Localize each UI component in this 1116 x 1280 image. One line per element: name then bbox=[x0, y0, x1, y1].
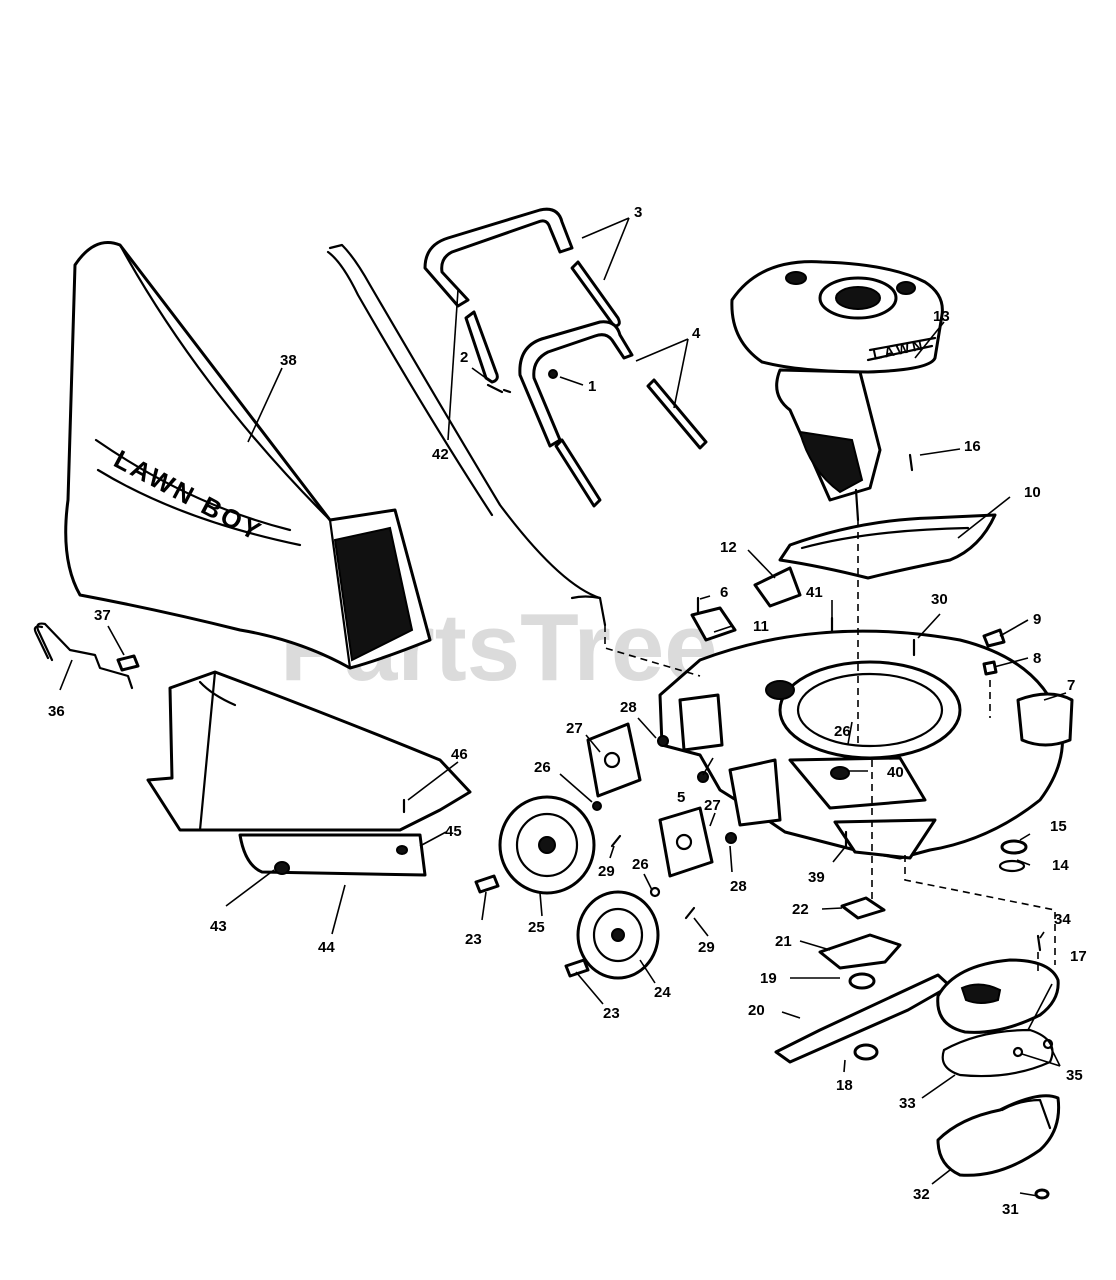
discharge-cover bbox=[936, 1094, 1061, 1177]
bag-clip bbox=[116, 654, 140, 672]
bracket-12 bbox=[753, 566, 802, 608]
callout-10: 10 bbox=[1024, 484, 1041, 501]
blade-adapter-21 bbox=[818, 933, 902, 970]
callout-13: 13 bbox=[933, 308, 950, 325]
mower-deck bbox=[658, 629, 1074, 860]
callout-36: 36 bbox=[48, 703, 65, 720]
nut-28a bbox=[657, 735, 669, 747]
screw-16 bbox=[908, 453, 914, 472]
callout-20: 20 bbox=[748, 1002, 765, 1019]
callout-27a: 27 bbox=[566, 720, 583, 737]
leader-lines bbox=[59, 217, 1067, 1197]
callout-28a: 28 bbox=[620, 699, 637, 716]
axle-bracket-rear bbox=[586, 722, 642, 798]
callout-39: 39 bbox=[808, 869, 825, 886]
blade-adapter-22 bbox=[840, 896, 886, 920]
callout-14: 14 bbox=[1052, 857, 1069, 874]
handle-knob bbox=[548, 369, 558, 379]
callout-38: 38 bbox=[280, 352, 297, 369]
callout-26b: 26 bbox=[534, 759, 551, 776]
wheel-bolt-upper bbox=[474, 874, 500, 894]
lower-handle bbox=[518, 320, 708, 508]
callout-44: 44 bbox=[318, 939, 335, 956]
callout-3: 3 bbox=[634, 204, 642, 221]
callout-34: 34 bbox=[1054, 911, 1071, 928]
bag-frame bbox=[33, 622, 134, 690]
callout-22: 22 bbox=[792, 901, 809, 918]
callout-1: 1 bbox=[588, 378, 596, 395]
nut-8 bbox=[982, 660, 998, 676]
handle-bolt bbox=[486, 383, 512, 394]
callout-26a: 26 bbox=[834, 723, 851, 740]
nut-5 bbox=[697, 771, 709, 783]
callout-24: 24 bbox=[654, 984, 671, 1001]
callout-7: 7 bbox=[1067, 677, 1075, 694]
gasket-33 bbox=[941, 1028, 1054, 1078]
callout-27b: 27 bbox=[704, 797, 721, 814]
nut-28b bbox=[725, 832, 737, 844]
callout-37: 37 bbox=[94, 607, 111, 624]
impeller-housing bbox=[936, 958, 1060, 1034]
engine: LAWN bbox=[730, 260, 944, 522]
callout-26c: 26 bbox=[632, 856, 649, 873]
callout-25: 25 bbox=[528, 919, 545, 936]
blade-bolt-18 bbox=[853, 1043, 879, 1061]
upper-handle bbox=[423, 207, 621, 384]
axle-bracket-front bbox=[658, 806, 714, 878]
callout-35: 35 bbox=[1066, 1067, 1083, 1084]
gasket-grommets-35a bbox=[1012, 1046, 1024, 1058]
callout-29a: 29 bbox=[598, 863, 615, 880]
front-wheel bbox=[576, 890, 660, 980]
callout-29b: 29 bbox=[698, 939, 715, 956]
callout-30: 30 bbox=[931, 591, 948, 608]
screw-34 bbox=[1036, 934, 1042, 952]
grass-chute bbox=[146, 670, 472, 877]
callout-2: 2 bbox=[460, 349, 468, 366]
grass-bag: LAWN BOY bbox=[64, 241, 432, 670]
callout-4: 4 bbox=[692, 325, 701, 342]
callout-21: 21 bbox=[775, 933, 792, 950]
blade-washer-19 bbox=[848, 972, 876, 990]
rear-wheel bbox=[498, 795, 596, 895]
callout-17: 17 bbox=[1070, 948, 1087, 965]
grass-shield bbox=[778, 513, 997, 580]
callout-42: 42 bbox=[432, 446, 449, 463]
callout-5: 5 bbox=[677, 789, 685, 806]
callout-28b: 28 bbox=[730, 878, 747, 895]
callout-18: 18 bbox=[836, 1077, 853, 1094]
callout-33: 33 bbox=[899, 1095, 916, 1112]
seal-14 bbox=[998, 859, 1026, 873]
screw-29b bbox=[684, 906, 696, 920]
callout-41: 41 bbox=[806, 584, 823, 601]
callout-9: 9 bbox=[1033, 611, 1041, 628]
callout-6: 6 bbox=[720, 584, 728, 601]
callout-46: 46 bbox=[451, 746, 468, 763]
washer-26b bbox=[649, 886, 661, 898]
assembly-lines bbox=[604, 520, 1056, 975]
callout-12: 12 bbox=[720, 539, 737, 556]
callout-23b: 23 bbox=[603, 1005, 620, 1022]
callout-43: 43 bbox=[210, 918, 227, 935]
bracket-11 bbox=[690, 606, 737, 642]
plug-15 bbox=[1000, 839, 1028, 855]
callout-15: 15 bbox=[1050, 818, 1067, 835]
wheel-bolt-lower bbox=[564, 958, 590, 978]
callout-labels: 1 2 3 4 5 6 7 8 9 10 11 12 13 14 15 16 1… bbox=[48, 204, 1087, 1218]
nut-26a bbox=[592, 801, 602, 811]
callout-16: 16 bbox=[964, 438, 981, 455]
callout-40: 40 bbox=[887, 764, 904, 781]
callout-19: 19 bbox=[760, 970, 777, 987]
callout-31: 31 bbox=[1002, 1201, 1019, 1218]
gasket-grommets-35b bbox=[1042, 1038, 1054, 1050]
callout-32: 32 bbox=[913, 1186, 930, 1203]
callout-45: 45 bbox=[445, 823, 462, 840]
screw-29a bbox=[610, 834, 622, 848]
callout-23a: 23 bbox=[465, 931, 482, 948]
washer-31 bbox=[1034, 1188, 1050, 1200]
callout-8: 8 bbox=[1033, 650, 1041, 667]
wire-handle-rod bbox=[326, 243, 607, 627]
wing-bolt-9 bbox=[982, 628, 1006, 648]
callout-11: 11 bbox=[753, 618, 769, 635]
